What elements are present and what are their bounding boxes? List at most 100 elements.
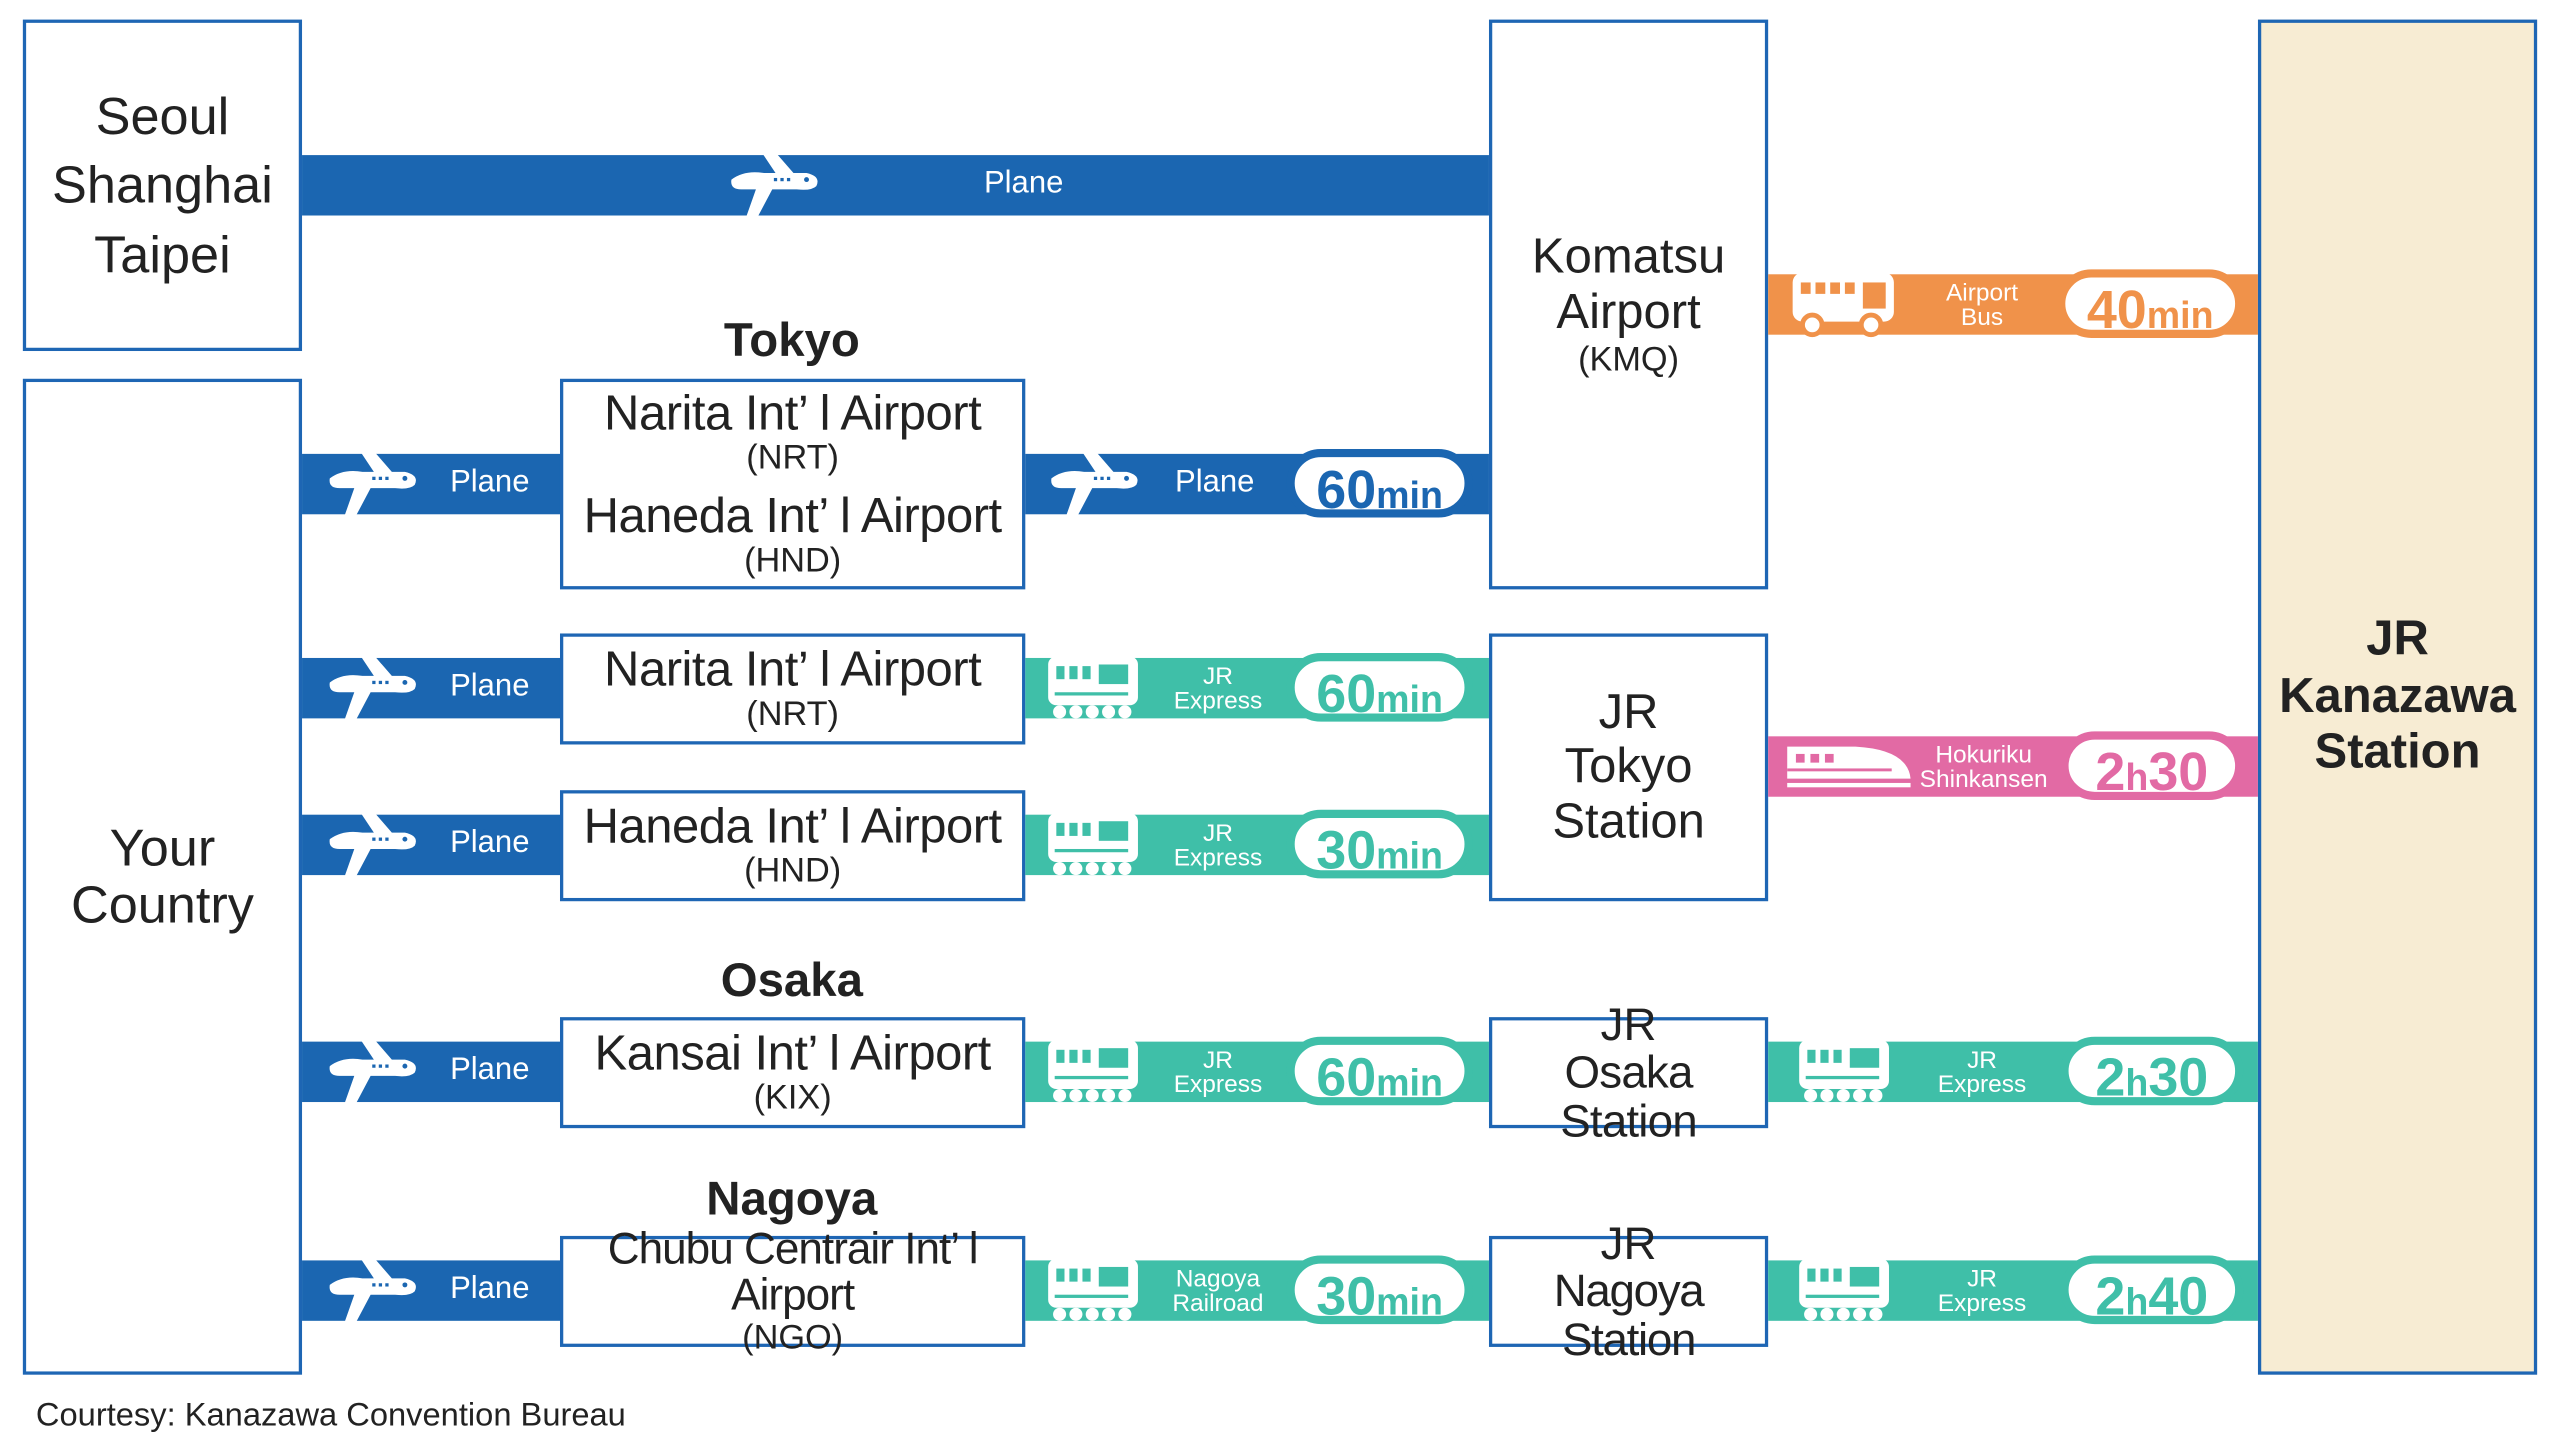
route-plane-label: Plane	[1175, 465, 1255, 500]
train-icon	[1045, 807, 1143, 882]
heading-osaka: Osaka	[720, 955, 863, 1008]
station-jr-nagoya: JR Nagoya Station	[1488, 1219, 1769, 1363]
destination-line: Kanazawa	[2279, 668, 2516, 723]
destination-line: Station	[2314, 725, 2481, 780]
station-line: Station	[1552, 794, 1705, 849]
airport-chubu: Chubu Centrair Int’ l Airport (NGO)	[560, 1226, 1026, 1356]
station-line: JR	[1600, 1217, 1657, 1269]
time-unit: min	[2146, 293, 2214, 337]
airplane-icon	[323, 648, 421, 730]
route-asia-plane	[302, 155, 1489, 216]
time-value: 30	[2148, 1046, 2209, 1107]
station-komatsu-code: (KMQ)	[1578, 340, 1680, 379]
courtesy-credit: Courtesy: Kanazawa Convention Bureau	[35, 1397, 626, 1434]
airport-code: (NRT)	[746, 695, 839, 734]
shinkansen-icon	[1783, 735, 1914, 794]
airplane-icon	[1045, 444, 1143, 526]
route-label-line: Hokuriku	[1935, 741, 2032, 769]
airport-code: (KIX)	[753, 1079, 832, 1118]
station-line: JR	[1598, 685, 1659, 739]
airport-name: Narita Int’ l Airport	[604, 386, 982, 441]
route-label-line: JR	[1202, 662, 1233, 691]
airport-code: (HND)	[744, 852, 842, 891]
route-label-line: Railroad	[1172, 1289, 1264, 1318]
airport-haneda: Haneda Int’ l Airport (HND)	[560, 790, 1026, 902]
train-icon	[1045, 650, 1143, 725]
time-unit: min	[1376, 473, 1443, 516]
airport-narita-haneda: Narita Int’ l Airport (NRT) Haneda Int’ …	[560, 378, 1026, 590]
time-unit: min	[1376, 677, 1443, 720]
route-plane-label: Plane	[450, 1271, 530, 1307]
time-value: 30	[2148, 741, 2209, 802]
airplane-icon	[323, 805, 421, 887]
time-unit: h	[2125, 755, 2149, 799]
time-value: 30	[1316, 1265, 1377, 1326]
route-label-line: Bus	[1960, 303, 2004, 332]
route-label-line: Express	[1173, 844, 1263, 872]
route-label-line: Shinkansen	[1919, 765, 2048, 794]
bus-icon	[1789, 264, 1897, 339]
route-plane-label: Plane	[450, 826, 530, 861]
train-icon	[1045, 1252, 1143, 1327]
route-label-line: Express	[1937, 1289, 2027, 1318]
time-value: 30	[1316, 819, 1377, 880]
origin-country-line1: Your	[109, 818, 216, 878]
origin-seoul: Seoul	[95, 86, 230, 146]
heading-nagoya: Nagoya	[706, 1173, 878, 1227]
airport-code: (NGO)	[742, 1318, 844, 1357]
airport-kansai: Kansai Int’ l Airport (KIX)	[560, 1017, 1026, 1129]
destination-line: JR	[2366, 612, 2429, 667]
airplane-icon	[323, 444, 421, 526]
origin-shanghai: Shanghai	[52, 155, 273, 215]
route-label-line: JR	[1967, 1046, 1998, 1075]
route-plane-label: Plane	[450, 669, 530, 704]
time-value: 40	[2086, 279, 2147, 340]
airplane-icon	[323, 1032, 421, 1114]
origin-asia-box: Seoul Shanghai Taipei	[22, 19, 303, 352]
airport-code: (HND)	[744, 542, 842, 580]
route-asia-plane-label: Plane	[983, 166, 1064, 201]
airplane-icon	[725, 145, 823, 227]
airport-name: Chubu Centrair Int’ l Airport	[607, 1224, 979, 1320]
time-value: 2	[2095, 741, 2126, 802]
destination-jr-kanazawa: JR Kanazawa Station	[2257, 19, 2538, 1375]
time-value: 60	[1316, 662, 1377, 724]
time-unit: h	[2125, 1061, 2149, 1104]
route-label-line: Express	[1173, 1071, 1263, 1099]
train-icon	[1045, 1033, 1143, 1108]
origin-country-line2: Country	[70, 875, 254, 934]
route-label-line: JR	[1202, 819, 1233, 848]
time-value: 60	[1316, 1046, 1377, 1107]
airplane-icon	[323, 1251, 421, 1333]
time-unit: min	[1376, 1280, 1443, 1323]
station-jr-tokyo: JR Tokyo Station	[1488, 633, 1769, 902]
station-jr-osaka: JR Osaka Station	[1488, 1000, 1769, 1144]
route-label-line: JR	[1967, 1265, 1998, 1294]
airport-name: Narita Int’ l Airport	[604, 642, 982, 697]
train-icon	[1796, 1033, 1894, 1108]
station-line: Osaka Station	[1560, 1047, 1697, 1146]
airport-narita: Narita Int’ l Airport (NRT)	[560, 633, 1026, 745]
origin-country-box: Your Country	[22, 378, 303, 1375]
time-unit: h	[2125, 1280, 2149, 1323]
station-komatsu-airport: Komatsu Airport (KMQ)	[1488, 19, 1769, 590]
origin-taipei: Taipei	[94, 224, 231, 284]
airport-name: Haneda Int’ l Airport	[583, 488, 1003, 543]
route-plane-label: Plane	[450, 1053, 530, 1088]
route-plane-label: Plane	[450, 465, 530, 500]
route-label-line: Airport	[1945, 279, 2019, 307]
